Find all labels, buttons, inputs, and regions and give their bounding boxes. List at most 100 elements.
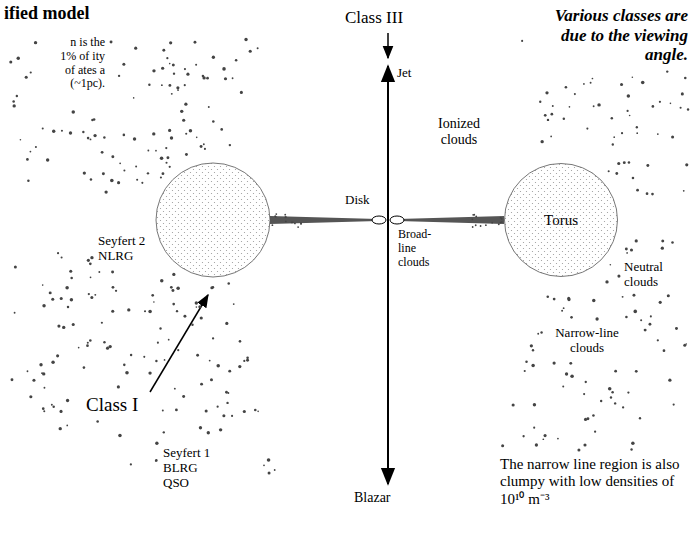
cloud-dot xyxy=(168,339,170,341)
cloud-dot xyxy=(671,241,674,244)
cloud-dot xyxy=(625,247,628,250)
cloud-dot xyxy=(61,130,63,132)
cloud-dot xyxy=(583,443,586,446)
cloud-dot xyxy=(177,349,179,351)
cloud-dot xyxy=(667,294,670,297)
cloud-dot xyxy=(30,151,32,153)
cloud-dot xyxy=(631,442,634,445)
cloud-dot xyxy=(471,218,473,220)
cloud-dot xyxy=(291,222,293,224)
cloud-dot xyxy=(115,290,117,292)
cloud-dot xyxy=(569,106,571,108)
cloud-dot xyxy=(191,323,193,325)
cloud-dot xyxy=(472,214,474,216)
cloud-dot xyxy=(112,286,115,289)
cloud-dot xyxy=(626,252,628,254)
cloud-dot xyxy=(590,82,592,84)
cloud-dot xyxy=(635,239,638,242)
cloud-dot xyxy=(155,360,157,362)
cloud-dot xyxy=(173,72,175,74)
cloud-dot xyxy=(11,378,14,381)
cloud-dot xyxy=(56,354,59,357)
cloud-dot xyxy=(196,137,198,139)
cut-note: n is the 1% of ity of ates a (~1pc). xyxy=(55,36,105,91)
cloud-dot xyxy=(210,378,213,381)
cloud-dot xyxy=(169,41,172,44)
cloud-dot xyxy=(535,443,538,446)
cloud-dot xyxy=(87,259,90,262)
class-name: Seyfert 1 BLRG QSO xyxy=(163,446,221,491)
cloud-dot xyxy=(110,179,114,183)
cloud-dot xyxy=(123,364,126,367)
cloud-dot xyxy=(103,341,105,343)
cloud-dot xyxy=(184,68,186,70)
cloud-dot xyxy=(152,132,155,135)
cloud-dot xyxy=(531,364,535,368)
cloud-dot xyxy=(62,326,65,329)
cloud-dot xyxy=(216,364,220,368)
cloud-dot xyxy=(30,71,32,73)
cloud-dot xyxy=(480,225,482,227)
cloud-dot xyxy=(111,310,114,313)
class-label: Class III xyxy=(345,8,435,28)
cloud-dot xyxy=(160,176,162,178)
cloud-dot xyxy=(27,370,29,372)
cloud-dot xyxy=(552,105,554,107)
cloud-dot xyxy=(239,340,242,343)
torus-circle: Torus xyxy=(504,163,618,277)
cloud-dot xyxy=(550,136,552,138)
cloud-dot xyxy=(620,83,623,86)
cloud-dot xyxy=(12,100,15,103)
cloud-dot xyxy=(621,132,623,134)
cloud-dot xyxy=(186,73,189,76)
cloud-dot xyxy=(87,342,89,344)
jet-arrow xyxy=(387,66,389,484)
cloud-dot xyxy=(171,93,173,95)
cloud-dot xyxy=(182,119,185,122)
cloud-dot xyxy=(475,224,477,226)
cloud-dot xyxy=(148,310,152,314)
cloud-dot xyxy=(633,310,637,314)
cloud-dot xyxy=(636,132,638,134)
cloud-dot xyxy=(83,366,86,369)
cloud-dot xyxy=(485,224,487,226)
cloud-dot xyxy=(475,216,477,218)
cloud-dot xyxy=(172,303,175,306)
cloud-dot xyxy=(184,84,186,86)
cloud-dot xyxy=(51,361,54,364)
cloud-dot xyxy=(66,399,69,402)
cloud-dot xyxy=(204,148,206,150)
cloud-dot xyxy=(565,372,568,375)
cloud-dot xyxy=(43,410,45,412)
cloud-dot xyxy=(205,409,208,412)
cloud-dot xyxy=(135,166,137,168)
cloud-dot xyxy=(152,69,155,72)
cloud-dot xyxy=(687,108,689,110)
cloud-dot xyxy=(644,329,647,332)
cloud-dot xyxy=(90,178,93,181)
cloud-dot xyxy=(231,415,233,417)
cloud-dot xyxy=(627,94,630,97)
cloud-dot xyxy=(69,270,72,273)
cloud-dot xyxy=(155,442,158,445)
cloud-dot xyxy=(617,162,620,165)
cloud-dot xyxy=(130,463,132,465)
cloud-dot xyxy=(671,136,674,139)
cloud-dot xyxy=(104,190,107,193)
cloud-dot xyxy=(512,403,515,406)
cloud-dot xyxy=(123,134,126,137)
cloud-dot xyxy=(163,431,165,433)
cloud-dot xyxy=(622,296,624,298)
note-text: The narrow line region is also clumpy wi… xyxy=(500,456,680,508)
note-heading: Various classes are due to the viewing a… xyxy=(536,6,688,65)
cloud-dot xyxy=(42,372,45,375)
cloud-dot xyxy=(300,223,302,225)
cloud-dot xyxy=(164,359,166,361)
cloud-dot xyxy=(159,327,161,329)
cloud-dot xyxy=(567,297,570,300)
cloud-dot xyxy=(172,63,175,66)
cloud-dot xyxy=(34,41,37,44)
cloud-dot xyxy=(651,193,654,196)
region-label: Neutral clouds xyxy=(624,260,682,290)
cloud-dot xyxy=(563,307,565,309)
